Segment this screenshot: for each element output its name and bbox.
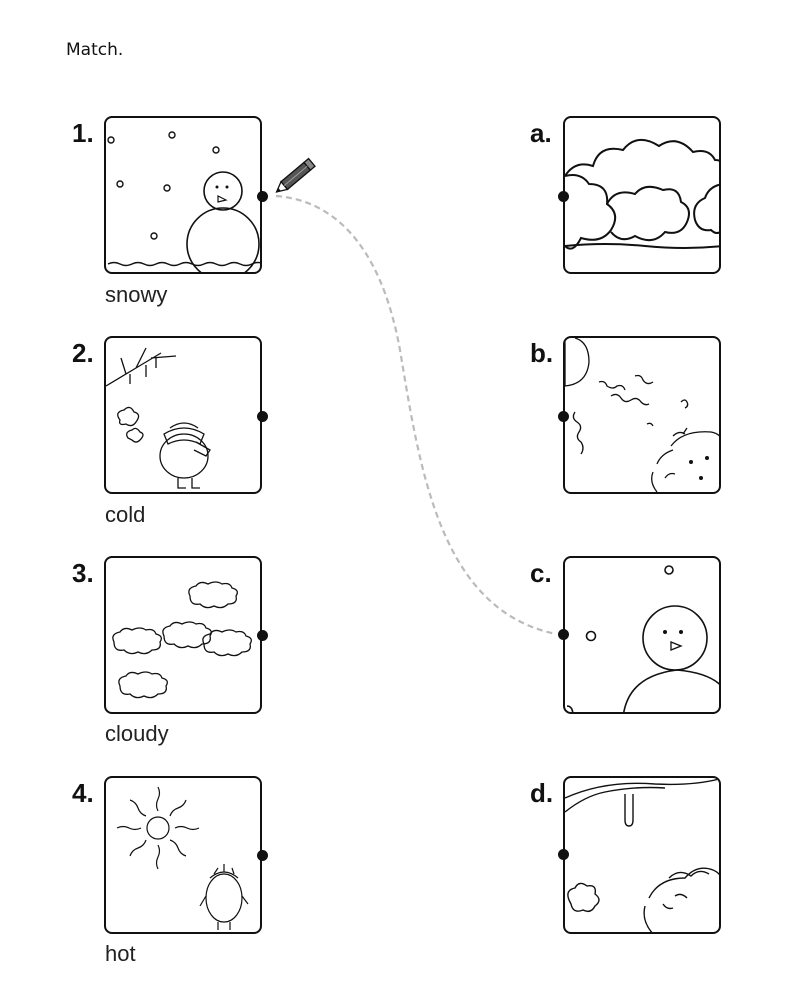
match-dot-right-c[interactable]: [558, 629, 569, 640]
caption-snowy: snowy: [105, 282, 168, 307]
sun-icon: [104, 776, 262, 934]
match-dot-right-a[interactable]: [558, 191, 569, 202]
match-dot-right-d[interactable]: [558, 849, 569, 860]
instruction-text: Match.: [66, 40, 124, 60]
pencil-icon: [275, 157, 316, 193]
sun-closeup-icon: [563, 336, 721, 494]
item-number-3: 3.: [72, 558, 94, 588]
cold-character-icon: [104, 336, 262, 494]
cold-closeup-icon: [563, 776, 721, 934]
match-dot-right-b[interactable]: [558, 411, 569, 422]
snowman-icon: [104, 116, 262, 274]
item-number-4: 4.: [72, 778, 94, 808]
caption-cloudy: cloudy: [105, 721, 169, 746]
item-letter-a: a.: [530, 118, 552, 148]
item-letter-b: b.: [530, 338, 554, 368]
clouds-closeup-icon: [563, 116, 721, 274]
item-letter-c: c.: [530, 558, 552, 588]
caption-hot: hot: [105, 941, 136, 966]
clouds-icon: [104, 556, 262, 714]
item-letter-d: d.: [530, 778, 554, 808]
match-dot-left-4[interactable]: [257, 850, 268, 861]
snowman-closeup-icon: [563, 556, 721, 714]
match-dot-left-3[interactable]: [257, 630, 268, 641]
match-dot-left-1[interactable]: [257, 191, 268, 202]
item-number-1: 1.: [72, 118, 94, 148]
item-number-2: 2.: [72, 338, 94, 368]
caption-cold: cold: [105, 502, 146, 527]
match-dot-left-2[interactable]: [257, 411, 268, 422]
